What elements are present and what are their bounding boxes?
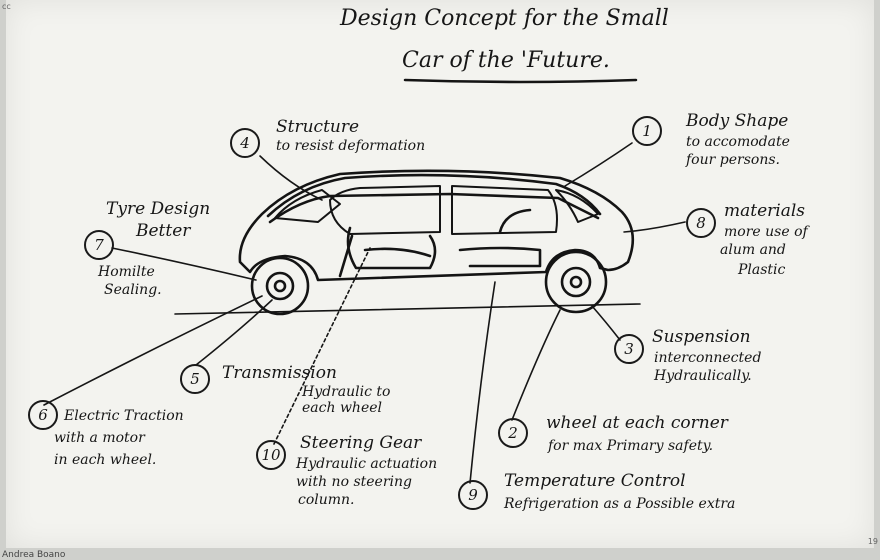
rear-wheel [544,250,608,314]
callout-number-2: 2 [498,418,528,448]
callout-number-5: 5 [180,364,210,394]
callout-10-line4: column. [298,492,355,508]
callout-8-line2: more use of [724,224,808,240]
windscreen [274,189,341,223]
callout-7-line2: Better [136,221,191,241]
callout-8-line1: materials [724,201,806,221]
side-window-rear [451,185,558,235]
callout-1-line1: Body Shape [686,111,789,131]
callout-1-line3: four persons. [686,152,780,168]
callout-number-3: 3 [614,334,644,364]
title-line1: Design Concept for the Small [340,6,669,31]
callout-2-line1: wheel at each corner [546,413,728,433]
car-body [238,169,635,282]
callout-6-line2: with a motor [54,430,145,446]
callout-9-line2: Refrigeration as a Possible extra [504,496,736,512]
callout-3-line2: interconnected [654,350,762,366]
callout-number-9: 9 [458,480,488,510]
callout-number-8: 8 [686,208,716,238]
callout-number-10: 10 [256,440,286,470]
callout-number-1: 1 [632,116,662,146]
callout-10-line1: Steering Gear [300,433,422,453]
callout-5-line3: each wheel [302,400,382,416]
callout-1-line2: to accomodate [686,134,790,150]
callout-7-line1: Tyre Design [106,199,211,219]
callout-4-line1: Structure [276,117,360,137]
callout-8-line4: Plastic [738,262,786,278]
callout-8-line3: alum and [720,242,786,258]
front-wheel [250,256,310,316]
callout-4-line2: to resist deformation [276,138,426,154]
title-underline [403,78,638,84]
callout-7-line4: Sealing. [104,282,162,298]
callout-3-line3: Hydraulically. [654,368,752,384]
edge-number: 19 [867,537,878,546]
leader-lines [43,142,686,484]
title-line2: Car of the 'Future. [402,48,610,73]
callout-10-line3: with no steering [296,474,412,490]
callout-5-line1: Transmission [222,363,337,383]
ground-line [174,303,641,315]
callout-3-line1: Suspension [652,327,751,347]
license-mark: cc [2,2,11,11]
callout-5-line2: Hydraulic to [302,384,391,400]
callout-6-line1: Electric Traction [64,408,184,424]
paper-sheet [6,0,874,548]
callout-9-line1: Temperature Control [504,471,686,491]
callout-2-line2: for max Primary safety. [548,438,714,454]
callout-number-7: 7 [84,230,114,260]
side-window-front [329,185,441,235]
callout-7-line3: Homilte [98,264,155,280]
callout-number-6: 6 [28,400,58,430]
photo-credit: Andrea Boano [2,550,66,560]
callout-10-line2: Hydraulic actuation [296,456,438,472]
callout-6-line3: in each wheel. [54,452,157,468]
callout-number-4: 4 [230,128,260,158]
rear-window [555,189,599,223]
